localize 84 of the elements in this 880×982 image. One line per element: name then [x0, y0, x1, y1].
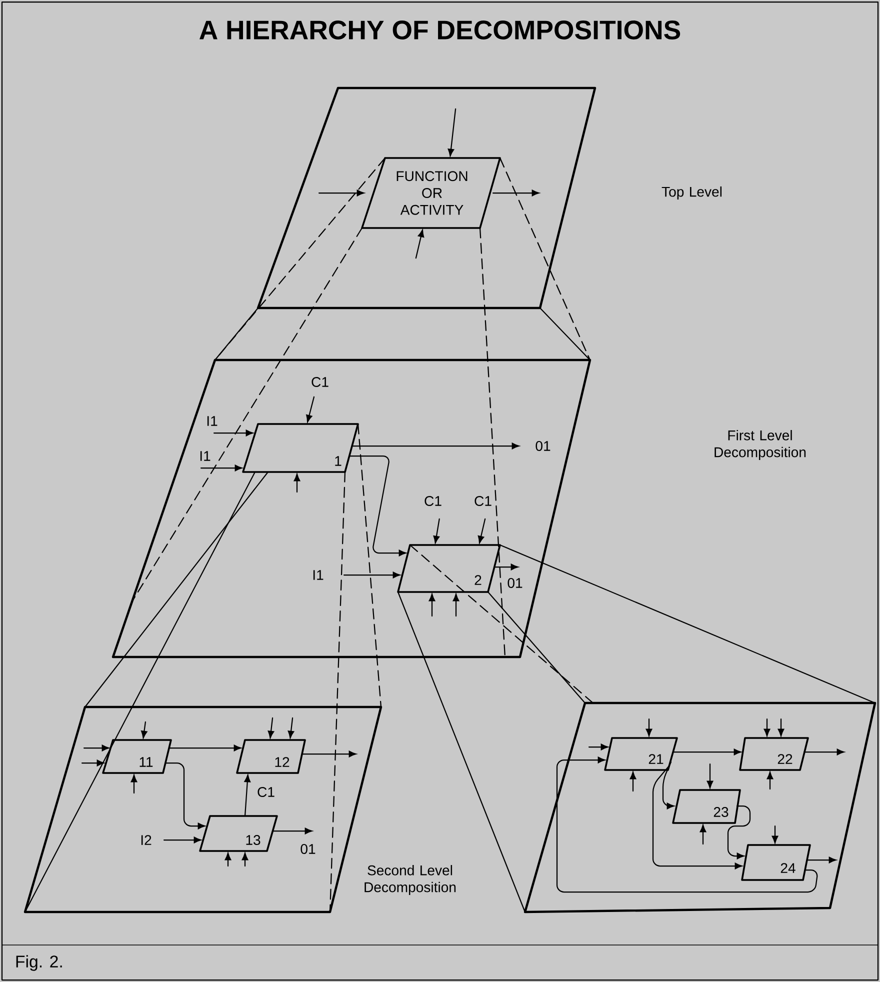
activity-box: 13 — [199, 815, 278, 852]
level-label: Top Level — [662, 186, 722, 200]
edge-label: C1 — [310, 376, 330, 388]
arrow — [806, 856, 836, 864]
arrow — [630, 772, 636, 792]
arrow — [700, 824, 706, 845]
arrow — [493, 564, 518, 570]
activity-box: 23 — [672, 789, 741, 824]
arrow — [727, 805, 751, 860]
activity-box: 12 — [236, 739, 306, 774]
edge-label: I1 — [198, 450, 212, 462]
edge-label: 01 — [506, 576, 524, 590]
projection-line — [499, 544, 876, 704]
arrow — [242, 852, 248, 867]
arrow — [301, 750, 356, 758]
projection-line — [397, 591, 526, 913]
activity-box: FUNCTION OR ACTIVITY — [361, 157, 501, 229]
level-label: First Level Decomposition — [714, 430, 806, 460]
arrow — [351, 442, 520, 450]
arrow — [778, 718, 784, 736]
arrow — [200, 464, 242, 472]
arrow — [343, 572, 400, 578]
arrow — [433, 518, 440, 544]
projection-line — [84, 471, 269, 708]
projection-line — [487, 591, 586, 704]
projection-line — [357, 423, 382, 708]
arrow — [81, 760, 104, 766]
arrow — [168, 744, 242, 752]
edge-label: I1 — [310, 568, 326, 582]
edge-label: 01 — [298, 842, 318, 856]
arrow — [318, 190, 364, 196]
activity-box: 11 — [102, 739, 172, 774]
arrow — [646, 718, 652, 736]
edge-label: I1 — [204, 414, 220, 428]
arrow — [706, 763, 714, 788]
arrow — [163, 836, 202, 844]
projection-line — [499, 157, 591, 361]
arrow — [294, 474, 300, 493]
arrow — [268, 717, 274, 738]
arrow — [672, 748, 742, 756]
arrow — [803, 748, 844, 756]
edge-label: C1 — [256, 786, 276, 798]
edge-label: C1 — [422, 494, 444, 508]
activity-box: 24 — [741, 844, 811, 881]
arrow — [272, 828, 312, 834]
level-label: Second Level Decomposition — [364, 865, 456, 895]
arrow — [213, 430, 254, 436]
arrow — [428, 594, 436, 617]
arrow — [130, 774, 138, 794]
arrow — [244, 774, 251, 817]
arrow — [588, 744, 608, 750]
arrow — [772, 825, 778, 844]
activity-box: 1 — [242, 423, 359, 473]
arrow — [415, 230, 424, 259]
arrow — [288, 717, 294, 738]
edge-label: 01 — [534, 440, 552, 452]
projection-line — [479, 227, 506, 658]
activity-box: 22 — [739, 737, 809, 771]
arrow — [224, 852, 232, 867]
figure-caption: Fig. 2. — [16, 955, 62, 971]
projection-line — [132, 227, 363, 601]
arrow — [141, 721, 148, 738]
projection-line — [214, 307, 259, 361]
arrow — [306, 396, 315, 422]
arrow — [766, 772, 774, 790]
arrow — [478, 518, 486, 544]
arrow — [165, 762, 206, 830]
edge-label: C1 — [472, 494, 494, 508]
arrow — [764, 718, 770, 736]
projection-line — [409, 544, 594, 704]
arrow — [662, 761, 674, 810]
arrow — [492, 190, 540, 196]
projection-line — [539, 307, 591, 361]
edge-label: I2 — [138, 834, 154, 846]
arrow — [556, 756, 818, 893]
activity-box: 21 — [604, 737, 678, 771]
title: A HIERARCHY OF DECOMPOSITIONS — [200, 20, 680, 40]
arrow — [348, 455, 406, 556]
projection-line — [24, 471, 256, 913]
arrow — [652, 765, 742, 870]
activity-box: 2 — [397, 544, 501, 593]
arrow — [448, 108, 456, 156]
arrow — [83, 744, 110, 752]
arrow — [452, 594, 460, 617]
